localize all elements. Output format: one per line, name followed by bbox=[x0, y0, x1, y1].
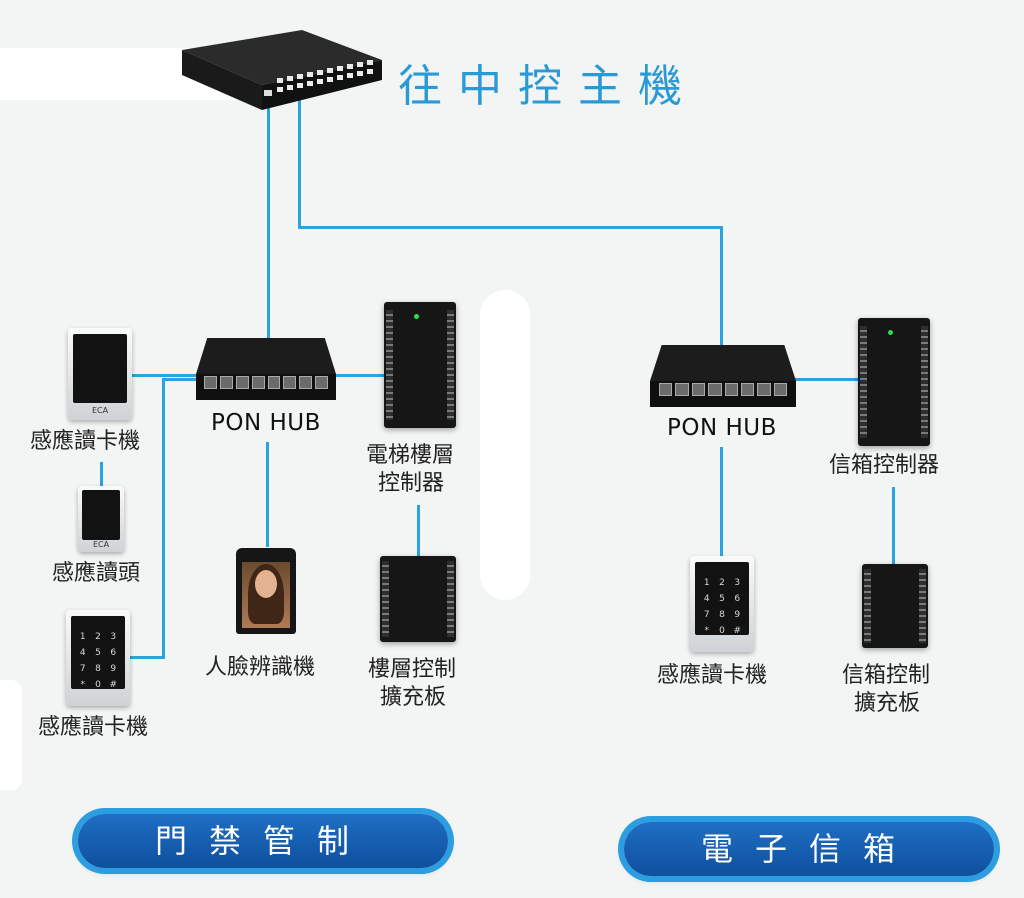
card-reader-label: 感應讀卡機 bbox=[30, 429, 141, 454]
card-reader: ECA bbox=[68, 328, 132, 420]
keypad-key: 1 bbox=[79, 632, 86, 643]
connection-line bbox=[720, 226, 723, 351]
connection-line bbox=[162, 378, 202, 381]
connection-line bbox=[266, 442, 269, 547]
pon-hub-right bbox=[650, 345, 796, 407]
keypad-key: * bbox=[80, 680, 85, 691]
connection-line bbox=[126, 656, 165, 659]
mailbox-controller bbox=[858, 318, 930, 446]
connection-line bbox=[267, 95, 270, 345]
access-control-button[interactable]: 門禁管制 bbox=[78, 814, 448, 868]
mailbox-board-label-1: 信箱控制 bbox=[842, 663, 931, 688]
card-reader-head: ECA bbox=[78, 486, 124, 552]
keypad-key: # bbox=[109, 680, 118, 691]
keypad-key: 1 bbox=[703, 578, 710, 589]
brand-text: ECA bbox=[91, 406, 109, 416]
connection-line bbox=[417, 505, 420, 560]
keypad-key: 9 bbox=[110, 664, 117, 675]
connection-line bbox=[162, 378, 165, 658]
keypad-key: 2 bbox=[719, 578, 725, 589]
hub-label-left: PON HUB bbox=[211, 410, 321, 436]
elevator-controller-label-2: 控制器 bbox=[378, 471, 445, 496]
electronic-mailbox-button[interactable]: 電子信箱 bbox=[624, 822, 994, 876]
hub-label-right: PON HUB bbox=[667, 415, 777, 441]
keypad-key: 5 bbox=[719, 594, 725, 605]
brand-text: ECA bbox=[92, 539, 110, 549]
keypad-key: 7 bbox=[79, 664, 86, 675]
connection-line bbox=[892, 487, 895, 567]
keypad-key: 4 bbox=[703, 594, 710, 605]
connection-line bbox=[298, 226, 723, 229]
card-reader-head-label: 感應讀頭 bbox=[52, 561, 141, 586]
keypad-key: 9 bbox=[734, 610, 741, 621]
main-title: 往中控主機 bbox=[398, 61, 698, 112]
keypad-key: 8 bbox=[719, 610, 725, 621]
keypad-key: 3 bbox=[110, 632, 117, 643]
right-reader-label: 感應讀卡機 bbox=[657, 663, 768, 688]
connection-line bbox=[334, 374, 384, 377]
keypad-key: # bbox=[733, 626, 742, 637]
keypad-key: 4 bbox=[79, 648, 86, 659]
keypad-key: 0 bbox=[95, 680, 101, 691]
keypad-key: 6 bbox=[110, 648, 117, 659]
keypad-key: 6 bbox=[734, 594, 741, 605]
mailbox-controller-label: 信箱控制器 bbox=[829, 453, 940, 478]
keypad-key: 2 bbox=[95, 632, 101, 643]
mailbox-board-label-2: 擴充板 bbox=[854, 691, 921, 716]
elevator-controller-label-1: 電梯樓層 bbox=[366, 443, 455, 468]
face-recognition-device bbox=[236, 548, 296, 634]
connection-line bbox=[132, 374, 200, 377]
elevator-controller bbox=[384, 302, 456, 428]
keypad-key: * bbox=[704, 626, 709, 637]
connection-line bbox=[793, 378, 861, 381]
network-switch-icon bbox=[182, 30, 382, 110]
mailbox-expansion-board bbox=[862, 564, 928, 648]
keypad-key: 7 bbox=[703, 610, 710, 621]
background-blob bbox=[0, 680, 22, 790]
pon-hub-left bbox=[196, 338, 336, 400]
keypad-key: 5 bbox=[95, 648, 101, 659]
floor-expansion-board bbox=[380, 556, 456, 642]
keypad-key: 8 bbox=[95, 664, 101, 675]
connection-line bbox=[720, 447, 723, 557]
connection-line bbox=[298, 95, 301, 228]
floor-board-label-1: 樓層控制 bbox=[368, 657, 457, 682]
background-blob bbox=[480, 290, 530, 600]
floor-board-label-2: 擴充板 bbox=[380, 685, 447, 710]
face-reader-label: 人臉辨識機 bbox=[205, 655, 316, 680]
keypad-key: 0 bbox=[719, 626, 725, 637]
keypad-reader-label: 感應讀卡機 bbox=[38, 715, 149, 740]
connection-line bbox=[100, 462, 103, 486]
keypad-key: 3 bbox=[734, 578, 741, 589]
